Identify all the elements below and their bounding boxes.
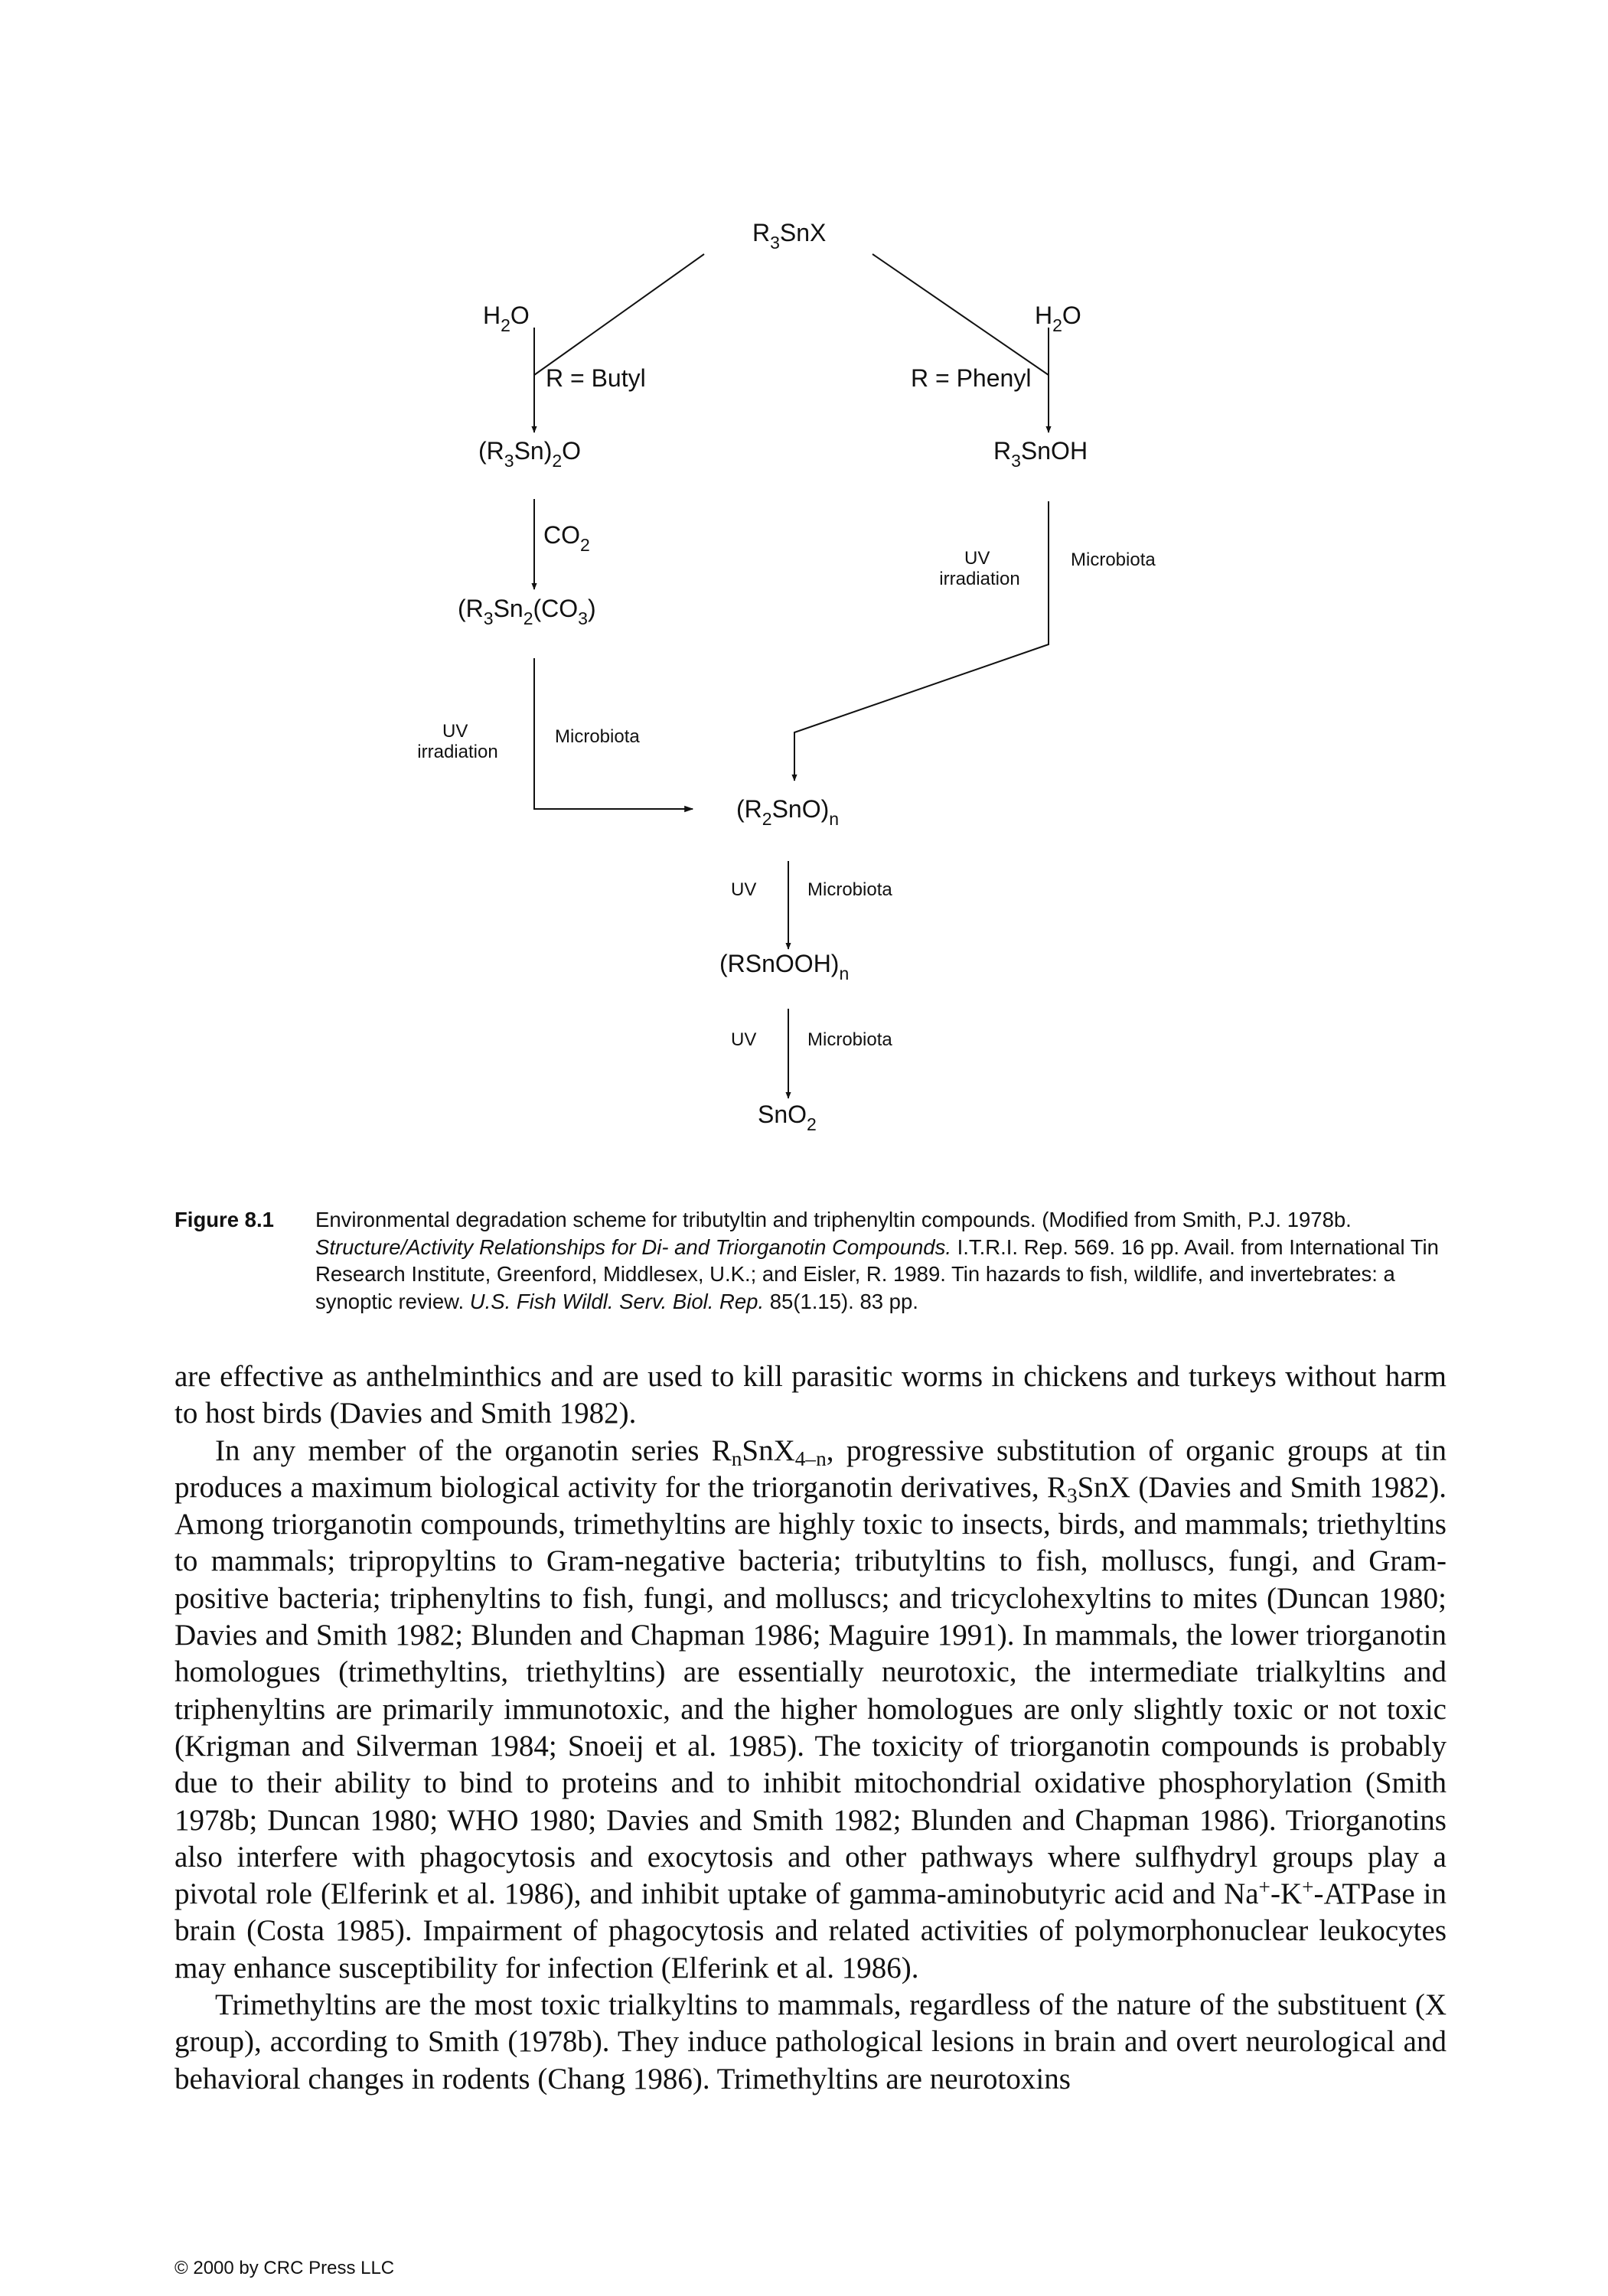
compound-carbonate: (R3Sn2(CO3) (458, 595, 596, 628)
water-right-label: H2O (1035, 302, 1081, 335)
caption-text: Environmental degradation scheme for tri… (315, 1208, 1439, 1313)
figure-caption: Figure 8.1 Environmental degradation sch… (174, 1206, 1445, 1315)
compound-stannonic-acid: (RSnOOH)n (719, 950, 849, 983)
water-left-label: H2O (483, 302, 530, 335)
microbiota-left: Microbiota (555, 726, 640, 747)
microbiota-right: Microbiota (1071, 550, 1156, 570)
compound-bis-oxide: (R3Sn)2O (478, 437, 581, 471)
compound-hydroxide: R3SnOH (993, 437, 1088, 471)
uv-irradiation-left: UV irradiation (417, 721, 497, 762)
compound-tin-dioxide: SnO2 (758, 1101, 817, 1134)
paragraph-3: Trimethyltins are the most toxic trialky… (174, 1988, 1447, 2095)
uv-label-1: UV (731, 879, 756, 900)
path-hydroxide-to-dialkyl (791, 501, 1049, 781)
path-carbonate-to-dialkyl (533, 658, 694, 813)
uv-label-2: UV (731, 1029, 756, 1050)
paragraph-1: are effective as anthelminthics and are … (174, 1360, 1447, 1430)
microbiota-label-1: Microbiota (807, 879, 892, 900)
phenyl-label: R = Phenyl (911, 364, 1031, 392)
figure-number: Figure 8.1 (174, 1208, 274, 1231)
degradation-scheme-diagram: R3SnX H2O H2O R = Butyl R = Phenyl (R3Sn… (417, 219, 1156, 1134)
diag-line-left (533, 253, 705, 376)
diag-line-right (872, 253, 1049, 376)
uv-irradiation-right: UV irradiation (939, 548, 1019, 589)
compound-dialkyltin-oxide: (R2SnO)n (736, 795, 839, 829)
body-text: are effective as anthelminthics and are … (174, 1358, 1447, 2098)
paragraph-2: In any member of the organotin series Rn… (174, 1433, 1447, 1985)
co2-label: CO2 (543, 521, 590, 555)
compound-r3snx: R3SnX (752, 219, 826, 253)
microbiota-label-2: Microbiota (807, 1029, 892, 1050)
butyl-label: R = Butyl (546, 364, 646, 392)
copyright-footer: © 2000 by CRC Press LLC (174, 2258, 395, 2278)
